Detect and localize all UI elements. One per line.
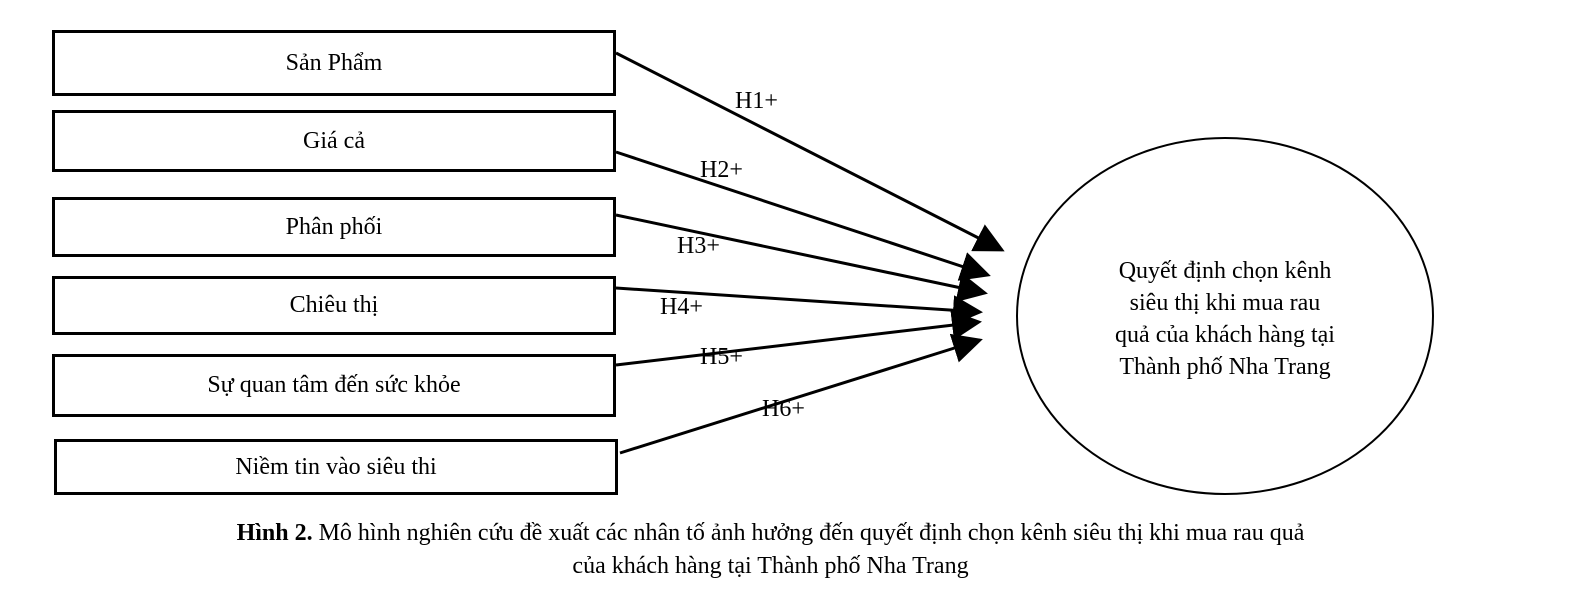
factor-box-product: Sản Phẩm [52,30,616,96]
factor-label: Niềm tin vào siêu thi [235,453,437,480]
caption-text: Mô hình nghiên cứu đề xuất các nhân tố ả… [312,520,1305,546]
caption-line-1: Hình 2. Mô hình nghiên cứu đề xuất các n… [0,517,1541,550]
caption-line-2: của khách hàng tại Thành phố Nha Trang [572,553,969,579]
hypothesis-label-h6: H6+ [762,396,805,422]
hypothesis-label-h3: H3+ [677,233,720,259]
hypothesis-label-h5: H5+ [700,344,743,370]
factor-label: Chiêu thị [289,292,379,318]
figure-caption: Hình 2. Mô hình nghiên cứu đề xuất các n… [0,517,1541,583]
factor-label: Sự quan tâm đến sức khỏe [207,372,461,398]
outcome-ellipse [1016,137,1434,495]
hypothesis-label-h1: H1+ [735,88,778,114]
arrow-h3 [615,213,988,303]
outcome-text: Quyết định chọn kênh siêu thị khi mua ra… [1060,255,1390,383]
factor-box-price: Giá cả [52,110,616,172]
caption-label: Hình 2. [236,520,313,546]
outcome-line: siêu thị khi mua rau [1129,290,1321,316]
factor-box-trust: Niềm tin vào siêu thi [54,439,618,495]
factor-label: Phân phối [285,213,383,240]
factor-label: Giá cả [303,127,365,154]
arrow-h6 [619,333,983,455]
outcome-line: Thành phố Nha Trang [1119,354,1331,380]
factor-box-distribution: Phân phối [52,197,616,257]
hypothesis-label-h2: H2+ [700,157,743,183]
outcome-line: quả của khách hàng tại [1115,322,1335,348]
outcome-line: Quyết định chọn kênh [1118,258,1332,284]
arrow-h4 [615,286,983,326]
factor-label: Sản Phẩm [285,49,383,76]
factor-box-health-concern: Sự quan tâm đến sức khỏe [52,354,616,417]
arrow-h2 [615,150,991,281]
factor-box-promotion: Chiêu thị [52,276,616,335]
arrow-h5 [615,310,982,367]
hypothesis-label-h4: H4+ [660,294,703,320]
arrow-h1 [615,51,1005,252]
